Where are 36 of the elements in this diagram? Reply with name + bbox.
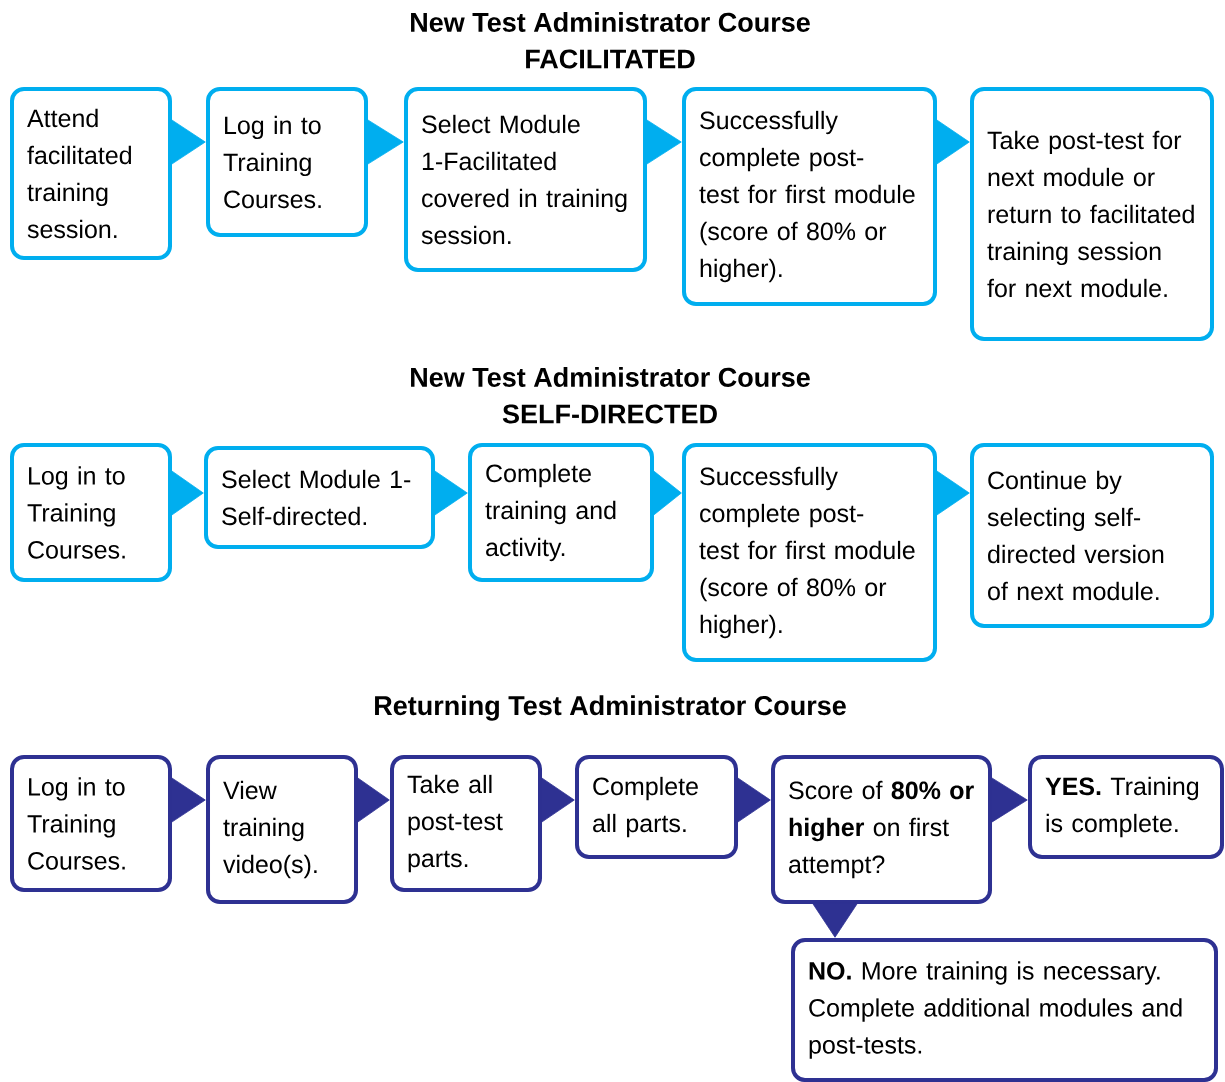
arrow: [170, 777, 206, 823]
process-box: Successfully complete post-test for first module (score of 80% or higher).: [682, 443, 937, 662]
arrow: [652, 470, 682, 516]
process-box: Successfully complete post-test for first module (score of 80% or higher).: [682, 87, 937, 306]
process-box: YES. Training is complete.: [1028, 755, 1224, 859]
process-box: Complete training and activity.: [468, 443, 654, 582]
arrow: [736, 777, 771, 823]
process-box: Take post-test for next module or return to facilitated training session for next module.: [970, 87, 1214, 341]
process-box: Select Module 1-Self-directed.: [204, 446, 435, 549]
process-box: View training video(s).: [206, 755, 358, 904]
arrow: [170, 119, 206, 165]
process-box: Take all post-test parts.: [390, 755, 542, 892]
arrow: [170, 470, 204, 516]
process-box: Score of 80% or higher on first attempt?: [771, 755, 992, 904]
arrow: [540, 777, 575, 823]
process-box: Log in to Training Courses.: [10, 755, 172, 892]
arrow: [433, 470, 468, 516]
arrow: [990, 777, 1028, 823]
process-box: Complete all parts.: [575, 755, 738, 859]
heading: Returning Test Administrator Course: [375, 695, 846, 721]
arrow: [645, 119, 682, 165]
arrow: [812, 902, 858, 938]
process-box: Select Module 1-Facilitated covered in training session.: [404, 87, 647, 272]
arrow: [356, 777, 390, 823]
heading: New Test Administrator Course: [411, 12, 810, 32]
heading: SELF-DIRECTED: [502, 404, 717, 424]
arrow: [935, 470, 970, 516]
arrow: [366, 119, 404, 165]
heading: New Test Administrator Course: [411, 367, 810, 387]
arrow: [935, 119, 970, 165]
process-box: Log in to Training Courses.: [10, 443, 172, 582]
heading: FACILITATED: [526, 49, 695, 69]
process-box: Attend facilitated training session.: [10, 87, 172, 260]
process-box: Log in to Training Courses.: [206, 87, 368, 237]
process-box: NO. More training is necessary. Complete additional modules and post-tests.: [791, 938, 1218, 1082]
process-box: Continue by selecting self-directed version of next module.: [970, 443, 1214, 628]
